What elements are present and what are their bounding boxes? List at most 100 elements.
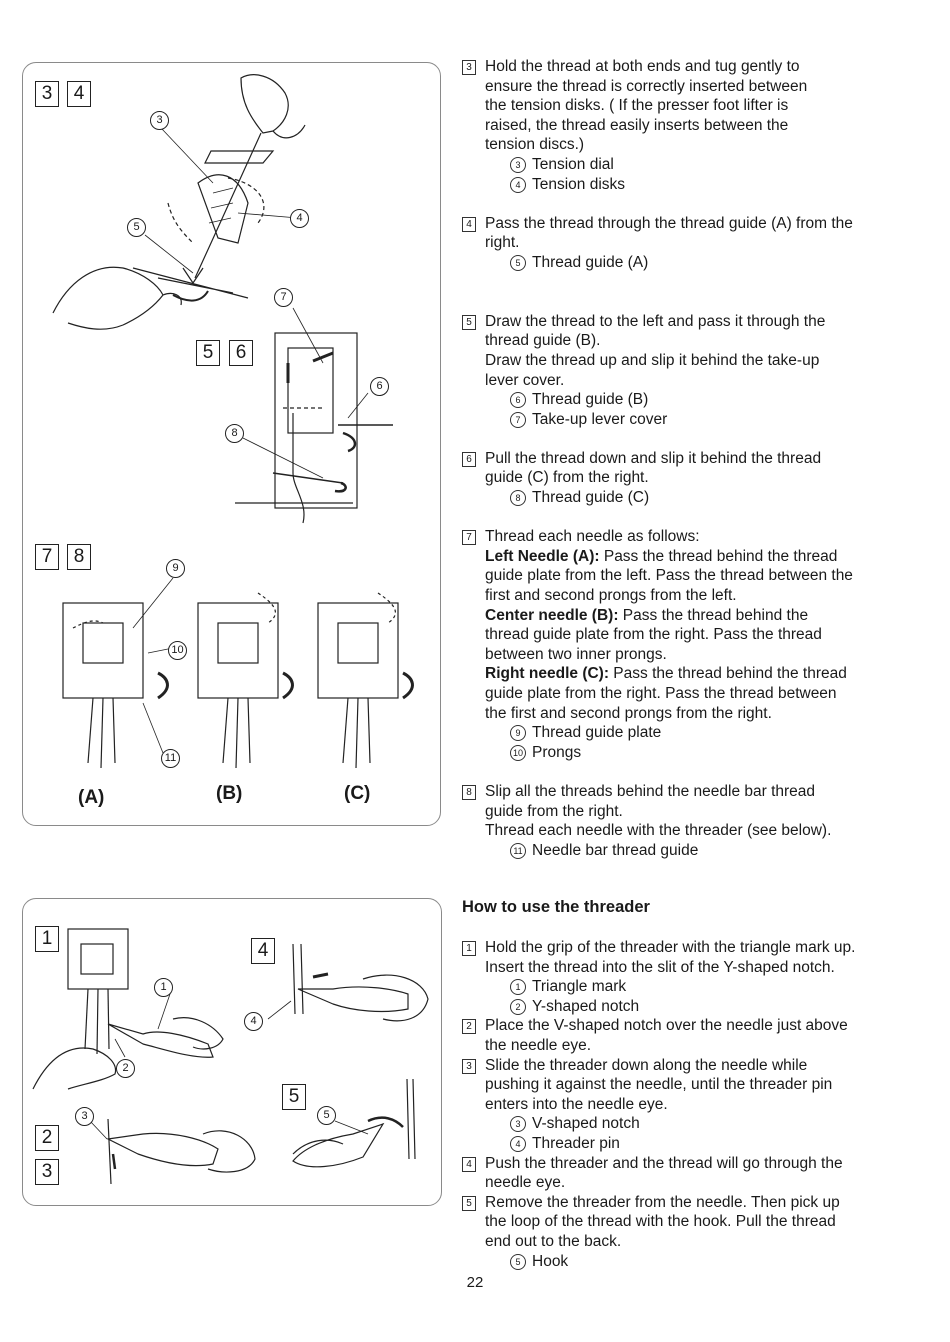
step-text-line: needle eye. (485, 1174, 566, 1192)
callout-4: 4 (290, 209, 309, 228)
part-number: 11 (510, 842, 526, 859)
step-box-7: 7 (35, 544, 59, 570)
step-box-6: 6 (229, 340, 253, 366)
part-label: Hook (532, 1252, 569, 1270)
step-text-line: the tension disks. ( If the presser foot… (485, 97, 789, 115)
part-label: Take-up lever cover (532, 410, 668, 428)
threader-callout-1: 1 (154, 978, 173, 997)
step-number: 3 (462, 60, 476, 75)
part-item: 4 Threader pin (462, 1134, 892, 1154)
part-item: 7 Take-up lever cover (462, 410, 892, 430)
callout-11: 11 (161, 749, 180, 768)
threading-steps: 3 Hold the thread at both ends and tug g… (462, 57, 892, 860)
part-item: 3 Tension dial (462, 155, 892, 175)
callout-8: 8 (225, 424, 244, 443)
part-number: 4 (510, 1135, 526, 1152)
part-item: 8 Thread guide (C) (462, 488, 892, 508)
step-text-line: Remove the threader from the needle. The… (485, 1193, 840, 1211)
bottom-figure-panel: 1 1 2 4 4 5 2 3 3 5 (22, 898, 442, 1206)
threader-step-2: 2 Place the V-shaped notch over the need… (462, 1016, 892, 1055)
step-text-line: pushing it against the needle, until the… (485, 1076, 833, 1094)
step-number: 1 (462, 941, 476, 956)
page-number: 22 (466, 1274, 484, 1291)
step-4: 4 Pass the thread through the thread gui… (462, 214, 892, 253)
step-text-line: ensure the thread is correctly inserted … (485, 77, 808, 95)
step-text-line: thread guide (B). (485, 332, 601, 350)
part-label: Thread guide (B) (532, 391, 649, 409)
step-text-line: Hold the thread at both ends and tug gen… (485, 58, 800, 75)
step-number: 4 (462, 1156, 476, 1172)
part-number: 3 (510, 156, 526, 173)
threader-heading: How to use the threader (462, 898, 650, 916)
step-text-line: guide (C) from the right. (485, 469, 649, 487)
step-text-line: enters into the needle eye. (485, 1095, 668, 1113)
threader-step-4: 4 Push the threader and the thread will … (462, 1154, 892, 1193)
part-item: 1 Triangle mark (462, 977, 892, 997)
step-text-line: Draw the thread up and slip it behind th… (485, 351, 820, 369)
step-text-line: end out to the back. (485, 1232, 622, 1250)
part-number: 5 (510, 1253, 526, 1270)
part-label: Triangle mark (532, 978, 627, 996)
step-text-line: Pull the thread down and slip it behind … (485, 449, 822, 467)
step-text-line: Pass the thread behind the thread (609, 665, 847, 683)
threader-step-1: 1 Hold the grip of the threader with the… (462, 938, 892, 977)
callout-7: 7 (274, 288, 293, 307)
step-6: 6 Pull the thread down and slip it behin… (462, 449, 892, 488)
part-label: Thread guide (C) (532, 489, 650, 507)
step-number: 4 (462, 216, 476, 232)
threading-illustration-top (52, 74, 414, 769)
threader-step-box-2: 2 (35, 1125, 59, 1151)
step-text-line: guide plate from the left. Pass the thre… (485, 567, 853, 585)
part-label: Tension disks (532, 175, 626, 193)
step-3: 3 Hold the thread at both ends and tug g… (462, 57, 892, 155)
step-number: 6 (462, 451, 476, 467)
part-label: Tension dial (532, 155, 614, 173)
part-number: 7 (510, 411, 526, 428)
step-5: 5 Draw the thread to the left and pass i… (462, 312, 892, 390)
threader-callout-3: 3 (75, 1107, 94, 1126)
step-text-line: Pass the thread behind the (618, 606, 809, 624)
step-number: 7 (462, 530, 476, 546)
part-label: V-shaped notch (532, 1115, 640, 1133)
part-number: 3 (510, 1116, 526, 1133)
step-number: 3 (462, 1058, 476, 1074)
threader-step-3: 3 Slide the threader down along the need… (462, 1056, 892, 1115)
part-number: 2 (510, 998, 526, 1015)
step-8: 8 Slip all the threads behind the needle… (462, 782, 892, 841)
part-label: Needle bar thread guide (532, 841, 699, 859)
step-text-line: Slide the threader down along the needle… (485, 1056, 808, 1074)
variant-label-c: (C) (344, 783, 371, 804)
threader-step-box-5: 5 (282, 1084, 306, 1110)
threader-callout-4: 4 (244, 1012, 263, 1031)
step-text-line: thread guide plate from the right. Pass … (485, 626, 822, 644)
part-number: 6 (510, 392, 526, 409)
part-number: 1 (510, 979, 526, 996)
part-item: 5 Hook (462, 1252, 892, 1272)
callout-3: 3 (150, 111, 169, 130)
step-text-line: the loop of the thread with the hook. Pu… (485, 1213, 836, 1231)
part-number: 5 (510, 254, 526, 271)
step-text-line: first and second prongs from the left. (485, 587, 737, 605)
step-number: 5 (462, 314, 476, 330)
callout-10: 10 (168, 641, 187, 660)
step-text-line: Place the V-shaped notch over the needle… (485, 1017, 848, 1035)
step-text-line: tension discs.) (485, 136, 585, 154)
step-text-line: lever cover. (485, 371, 565, 389)
step-text-line: guide plate from the right. Pass the thr… (485, 685, 837, 702)
part-label: Threader pin (532, 1134, 620, 1152)
step-box-8: 8 (67, 544, 91, 570)
part-number: 10 (510, 744, 526, 761)
part-number: 8 (510, 490, 526, 507)
step-text-line: Thread each needle as follows: (485, 528, 700, 546)
step-text-line: Push the threader and the thread will go… (485, 1154, 843, 1172)
callout-6: 6 (370, 377, 389, 396)
step-number: 8 (462, 784, 476, 800)
part-label: Y-shaped notch (532, 997, 640, 1015)
step-box-4: 4 (67, 81, 91, 107)
threader-step-5: 5 Remove the threader from the needle. T… (462, 1193, 892, 1252)
part-item: 11 Needle bar thread guide (462, 841, 892, 861)
step-text-line: Insert the thread into the slit of the Y… (485, 958, 835, 976)
